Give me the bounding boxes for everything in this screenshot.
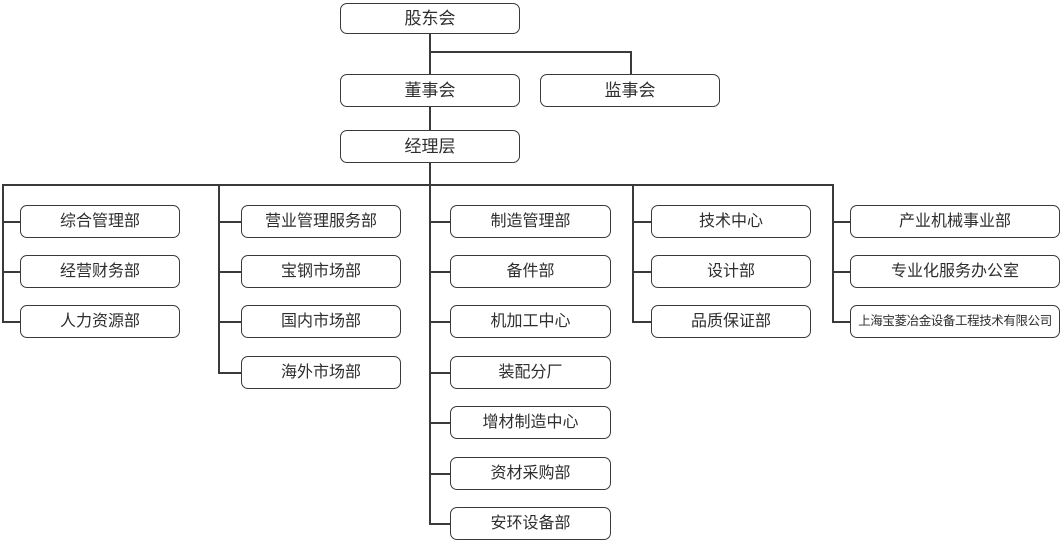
org-node: 营业管理服务部	[241, 205, 401, 238]
connector-line	[429, 107, 431, 130]
connector-line	[429, 473, 450, 475]
org-node: 产业机械事业部	[850, 205, 1060, 238]
connector-line	[429, 372, 450, 374]
connector-line	[832, 221, 850, 223]
org-node-supervisory: 监事会	[540, 74, 720, 107]
connector-line	[2, 321, 20, 323]
org-node: 国内市场部	[241, 305, 401, 338]
connector-line	[630, 51, 632, 74]
org-node: 宝钢市场部	[241, 255, 401, 288]
org-node: 装配分厂	[450, 356, 611, 389]
org-node: 人力资源部	[20, 305, 180, 338]
connector-line	[429, 523, 450, 525]
org-node: 综合管理部	[20, 205, 180, 238]
org-node: 专业化服务办公室	[850, 255, 1060, 288]
connector-line	[632, 321, 651, 323]
connector-line	[832, 271, 850, 273]
org-node-management: 经理层	[340, 130, 520, 163]
org-node: 技术中心	[651, 205, 811, 238]
connector-line	[429, 51, 631, 53]
connector-line	[429, 33, 431, 74]
org-node: 品质保证部	[651, 305, 811, 338]
connector-line	[429, 221, 450, 223]
connector-line	[429, 422, 450, 424]
connector-line	[632, 184, 634, 322]
org-node: 制造管理部	[450, 205, 611, 238]
connector-line	[429, 321, 450, 323]
org-node: 机加工中心	[450, 305, 611, 338]
connector-line	[2, 271, 20, 273]
connector-line	[218, 372, 241, 374]
org-node: 备件部	[450, 255, 611, 288]
org-node: 设计部	[651, 255, 811, 288]
connector-line	[218, 221, 241, 223]
org-node: 安环设备部	[450, 507, 611, 540]
connector-line	[218, 321, 241, 323]
connector-line	[429, 163, 431, 185]
connector-line	[832, 321, 850, 323]
org-node-board: 董事会	[340, 74, 520, 107]
connector-line	[218, 184, 220, 373]
org-node: 上海宝菱冶金设备工程技术有限公司	[850, 305, 1060, 338]
org-node: 资材采购部	[450, 457, 611, 490]
org-node: 海外市场部	[241, 356, 401, 389]
org-node-shareholders: 股东会	[340, 3, 520, 34]
connector-line	[429, 184, 431, 524]
org-node: 经营财务部	[20, 255, 180, 288]
connector-line	[2, 184, 833, 186]
connector-line	[2, 184, 4, 322]
connector-line	[832, 184, 834, 322]
org-node: 增材制造中心	[450, 406, 611, 439]
connector-line	[632, 221, 651, 223]
connector-line	[218, 271, 241, 273]
connector-line	[632, 271, 651, 273]
connector-line	[429, 271, 450, 273]
connector-line	[2, 221, 20, 223]
